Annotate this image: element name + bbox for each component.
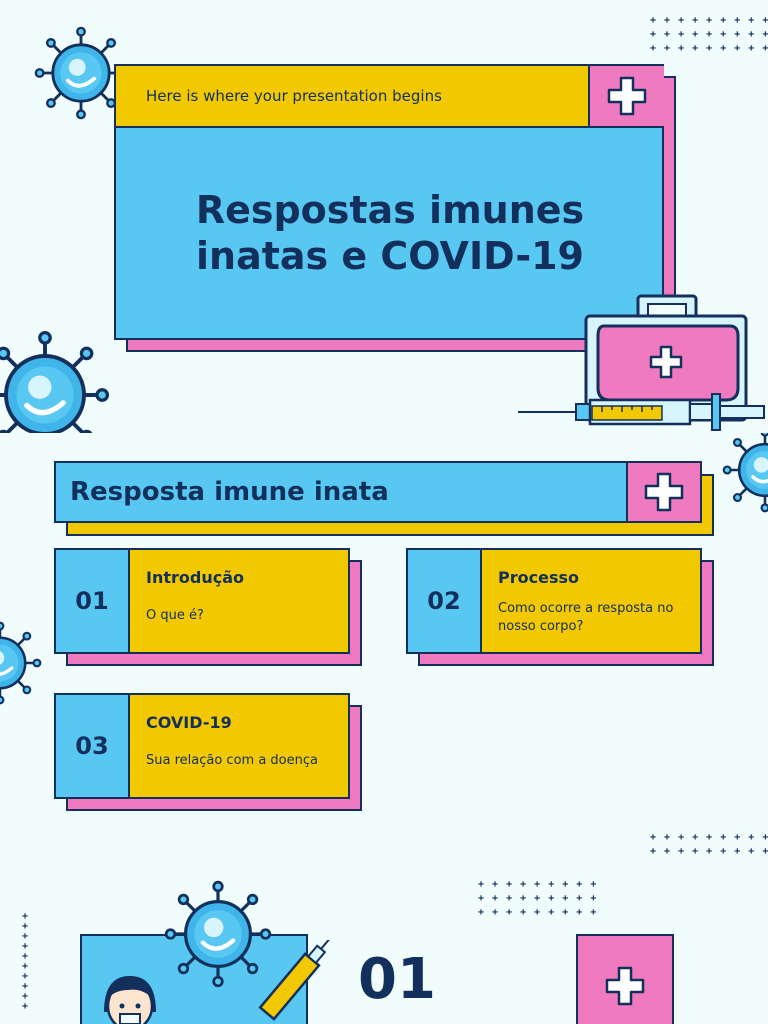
plus-box (590, 66, 664, 128)
virus-icon (0, 621, 42, 705)
presentation-title: Respostas imunes inatas e COVID-19 (116, 128, 664, 338)
section-number: 01 (358, 947, 436, 1012)
subtitle-bar: Here is where your presentation begins (116, 66, 590, 128)
plus-icon (607, 76, 647, 116)
title-line-2: inatas e COVID-19 (195, 234, 584, 278)
first-aid-kit-icon (584, 294, 748, 422)
section-number: 03 (56, 695, 130, 797)
section-slide: + + + + + + + + + + + + + + + + + + + + … (0, 866, 768, 1024)
section-number: 01 (56, 550, 130, 652)
virus-icon (722, 433, 768, 513)
section-description: Como ocorre a resposta no nosso corpo? (498, 601, 674, 634)
section-title: Processo (498, 568, 579, 587)
title-line-1: Respostas imunes (195, 188, 585, 232)
doctor-avatar-icon (104, 976, 156, 1024)
section-card-02[interactable]: 02 Processo Como ocorre a resposta no no… (406, 548, 702, 654)
virus-icon (0, 330, 110, 433)
presentation-subtitle: Here is where your presentation begins (146, 87, 442, 105)
section-card-01[interactable]: 01 Introdução O que é? (54, 548, 350, 654)
section-title: Introdução (146, 568, 244, 587)
decorative-dots: + + + + + + + + + + + + + + + + + + + + … (650, 15, 768, 54)
title-slide: + + + + + + + + + + + + + + + + + + + + … (0, 0, 768, 433)
heading-card: Resposta imune inata (54, 461, 702, 523)
section-card-03[interactable]: 03 COVID-19 Sua relação com a doença (54, 693, 350, 799)
section-number: 02 (408, 550, 482, 652)
section-description: O que é? (146, 608, 204, 623)
section-title: COVID-19 (146, 713, 232, 732)
decorative-dots: + + + + + + + + + + (22, 911, 30, 1012)
section-description: Sua relação com a doença (146, 753, 318, 768)
syringe-icon (258, 940, 332, 1021)
title-card: Here is where your presentation begins R… (114, 64, 664, 340)
plus-box (626, 463, 700, 521)
plus-box (576, 934, 674, 1024)
plus-icon (605, 966, 645, 1006)
table-of-contents-slide: + + + + + + + + + + + + + + + + + + Resp… (0, 433, 768, 866)
section-heading: Resposta imune inata (70, 477, 389, 507)
decorative-dots: + + + + + + + + + + + + + + + + + + + + … (478, 879, 598, 918)
plus-icon (644, 472, 684, 512)
decorative-dots: + + + + + + + + + + + + + + + + + + (650, 832, 768, 857)
syringe-icon (518, 393, 765, 431)
